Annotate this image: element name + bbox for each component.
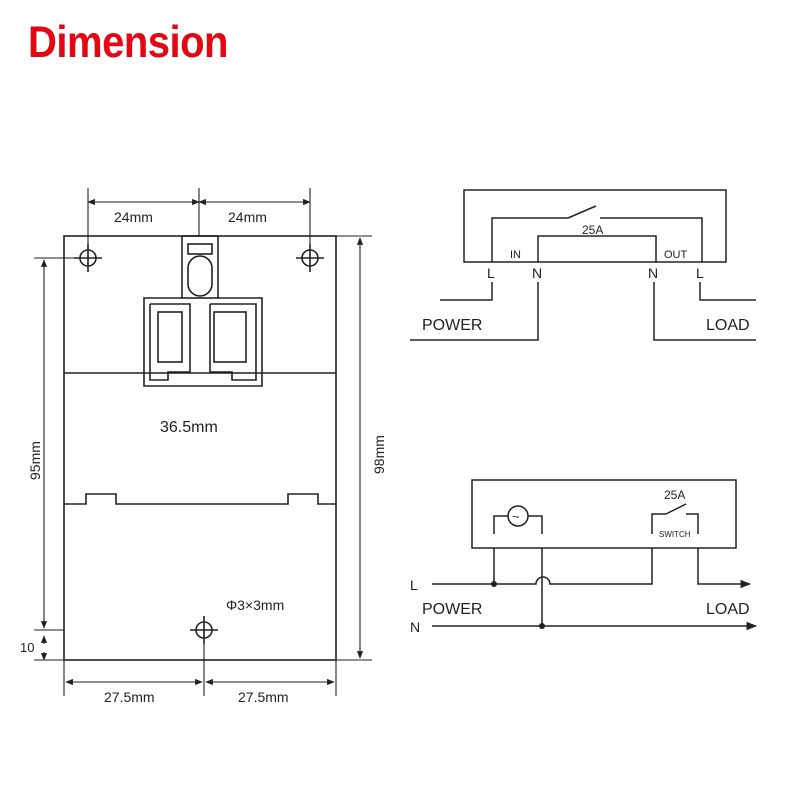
dim-height-total: 98mm <box>371 435 387 474</box>
wiring-diagram-top: 25A IN OUT L N N L POWER LOAD <box>410 189 756 341</box>
relay-box-bottom <box>471 479 737 549</box>
n-line-label: N <box>410 619 420 635</box>
switch-icon <box>665 503 687 515</box>
din-clip <box>143 235 263 387</box>
device-body <box>63 235 337 661</box>
terminal-n-out: N <box>648 265 658 281</box>
clock-symbol: ~ <box>512 509 520 524</box>
dim-height-inner: 95mm <box>27 441 43 480</box>
mount-hole-bottom <box>190 616 218 644</box>
load-label-bottom: LOAD <box>706 601 750 618</box>
device-outline <box>63 235 337 661</box>
terminal-l-out: L <box>696 265 704 281</box>
in-label: IN <box>510 249 521 261</box>
dim-top-left: 24mm <box>114 209 153 225</box>
power-label-bottom: POWER <box>422 601 482 618</box>
out-label: OUT <box>664 249 688 261</box>
terminal-l-in: L <box>487 265 495 281</box>
page-title: Dimension <box>28 18 228 68</box>
switch-contact <box>567 205 597 219</box>
dim-width: 36.5mm <box>160 419 218 436</box>
dimension-lines <box>34 188 372 696</box>
rating-top: 25A <box>582 223 603 237</box>
wiring-diagram-bottom: ~ 25A SWITCH L N POWER LOAD <box>410 479 758 635</box>
dim-hole: Φ3×3mm <box>226 597 284 613</box>
terminal-n-in: N <box>532 265 542 281</box>
dim-top-right: 24mm <box>228 209 267 225</box>
load-label-top: LOAD <box>706 317 750 334</box>
mount-hole-top-right <box>296 244 324 272</box>
power-label-top: POWER <box>422 317 482 334</box>
mount-hole-top-left <box>74 244 102 272</box>
dim-bottom-left: 27.5mm <box>104 689 155 705</box>
device-midline <box>64 493 336 505</box>
relay-box-top <box>463 189 727 263</box>
l-line-label: L <box>410 577 418 593</box>
dim-bottom-right: 27.5mm <box>238 689 289 705</box>
switch-label: SWITCH <box>659 530 691 539</box>
dim-bottom-offset: 10 <box>20 640 34 655</box>
rating-bottom: 25A <box>664 488 685 502</box>
